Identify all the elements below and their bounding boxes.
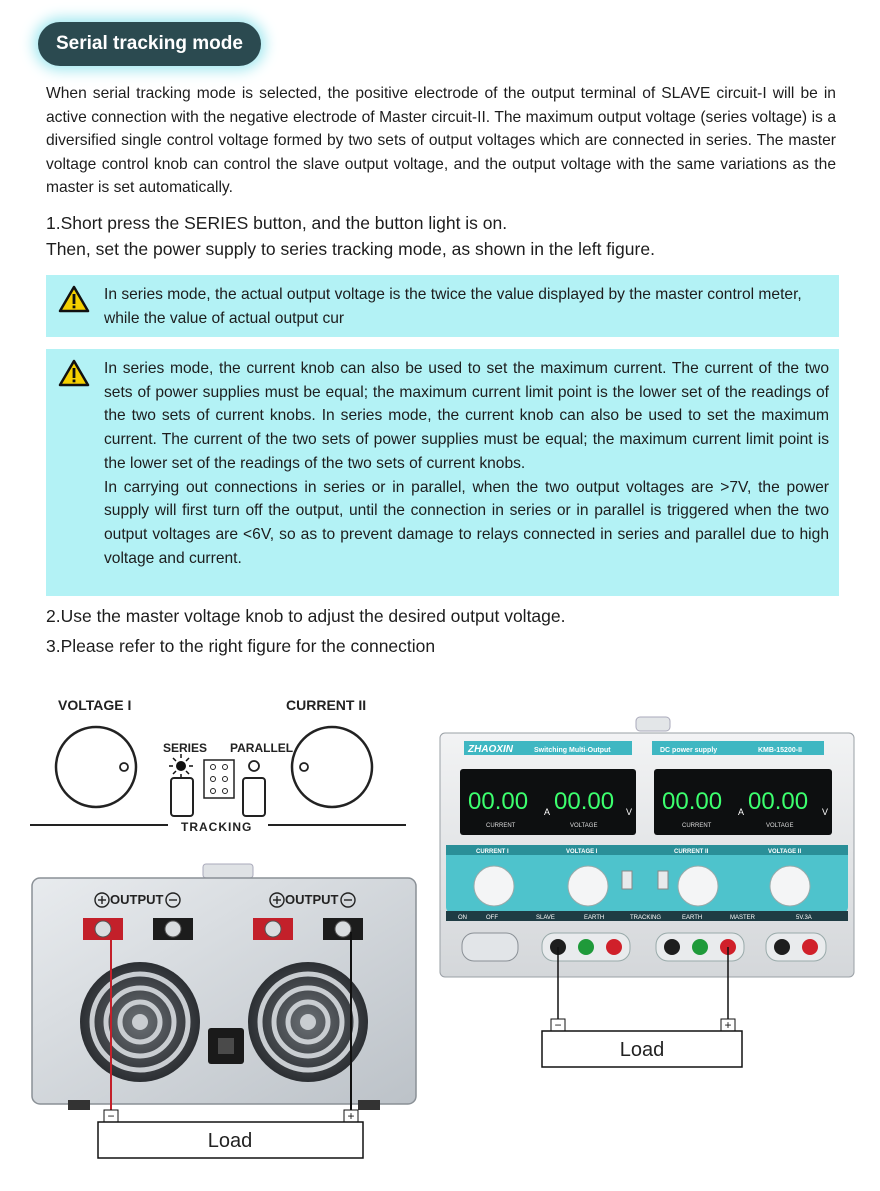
fixed-positive-terminal[interactable] [802,939,818,955]
series-button[interactable] [170,777,194,817]
off-label: OFF [486,915,498,921]
subtitle-label: Switching Multi-Output [534,747,611,754]
load-box [97,1121,364,1159]
tracking-label: TRACKING [181,820,252,834]
step-2: 2.Use the master voltage knob to adjust … [46,606,566,626]
power-supply-front-figure: ZHAOXIN Switching Multi-Output DC power … [439,716,855,1068]
output-2-label: OUTPUT [285,892,339,907]
voltage-caption-2: VOLTAGE [766,823,793,829]
earth-label-2: EARTH [682,915,702,921]
brand-label: ZHAOXIN [467,744,514,755]
rear-panel-figure: OUTPUT OUTPUT − + Load [31,863,417,1159]
section-title: Serial tracking mode [38,22,261,66]
step-1-line-2: Then, set the power supply to series tra… [46,239,655,259]
unit-a-1: A [544,807,550,817]
tracking-label-front: TRACKING [630,915,661,921]
knob-indicator [119,762,129,772]
current-2-label: CURRENT II [286,697,366,713]
slave-label: SLAVE [536,915,555,921]
voltage-caption-1: VOLTAGE [570,823,597,829]
display-panel-1 [460,769,636,835]
note-box-1: In series mode, the actual output voltag… [46,275,839,337]
step-1-line-1: 1.Short press the SERIES button, and the… [46,213,508,233]
parallel-button[interactable] [242,777,266,817]
load-minus-sign: − [107,1109,114,1123]
parallel-label: PARALLEL [230,741,293,755]
cooling-fan-1 [80,962,200,1082]
step-3: 3.Please refer to the right figure for t… [46,636,436,656]
voltage-2-knob[interactable] [769,865,811,907]
current-knob [290,725,374,809]
parallel-switch[interactable] [657,870,669,890]
load-plus-sign: + [724,1018,731,1032]
fixed-output-label: 5V.3A [796,915,812,921]
current-2-display: 00.00 [662,788,722,815]
current-1-display: 00.00 [468,788,528,815]
parallel-light-icon [248,760,260,772]
output-1-label: OUTPUT [110,892,164,907]
mode-diagram-icon [203,759,235,799]
load-plus-sign: + [347,1109,354,1123]
power-button[interactable] [461,932,519,962]
unit-v-1: V [626,807,632,817]
note-2-paragraph-1: In series mode, the current knob can als… [104,360,829,472]
minus-icon [165,892,181,908]
unit-a-2: A [738,807,744,817]
minus-icon [340,892,356,908]
current-2-knob[interactable] [677,865,719,907]
voltage-1-display: 00.00 [554,788,614,815]
dc-label: DC power supply [660,747,717,754]
knob-label-current-2: CURRENT II [674,849,709,855]
panel-tracking-figure: VOLTAGE I CURRENT II SERIES PARALLEL TRA… [30,697,406,834]
slave-positive-terminal[interactable] [606,939,622,955]
warning-icon [58,359,90,387]
load-minus-sign: − [554,1018,561,1032]
voltage-1-label: VOLTAGE I [58,697,131,713]
series-switch[interactable] [621,870,633,890]
load-box [541,1030,743,1068]
slave-earth-terminal[interactable] [578,939,594,955]
current-caption-1: CURRENT [486,823,516,829]
rear-terminals [83,918,363,940]
on-label: ON [458,915,467,921]
master-label: MASTER [730,915,756,921]
cooling-fan-2 [248,962,368,1082]
note-1-text: In series mode, the actual output voltag… [104,286,802,327]
unit-v-2: V [822,807,828,817]
master-negative-terminal[interactable] [664,939,680,955]
voltage-1-knob[interactable] [567,865,609,907]
knob-label-current-1: CURRENT I [476,849,509,855]
display-panel-2 [654,769,832,835]
knob-label-voltage-2: VOLTAGE II [768,849,801,855]
voltage-2-display: 00.00 [748,788,808,815]
intro-paragraph: When serial tracking mode is selected, t… [46,85,836,196]
plus-icon [269,892,285,908]
series-light-icon [169,754,193,778]
load-label: Load [620,1039,665,1061]
current-caption-2: CURRENT [682,823,712,829]
fixed-negative-terminal[interactable] [774,939,790,955]
earth-label-1: EARTH [584,915,604,921]
series-label: SERIES [163,741,207,755]
load-label: Load [208,1130,253,1152]
warning-icon [58,285,90,313]
model-label: KMB-15200-II [758,747,802,754]
master-earth-terminal[interactable] [692,939,708,955]
note-box-2: In series mode, the current knob can als… [46,349,839,596]
knob-label-voltage-1: VOLTAGE I [566,849,598,855]
current-1-knob[interactable] [473,865,515,907]
control-band [446,845,848,913]
knob-indicator [299,762,309,772]
plus-icon [94,892,110,908]
note-2-paragraph-2: In carrying out connections in series or… [104,478,829,567]
voltage-knob [54,725,138,809]
